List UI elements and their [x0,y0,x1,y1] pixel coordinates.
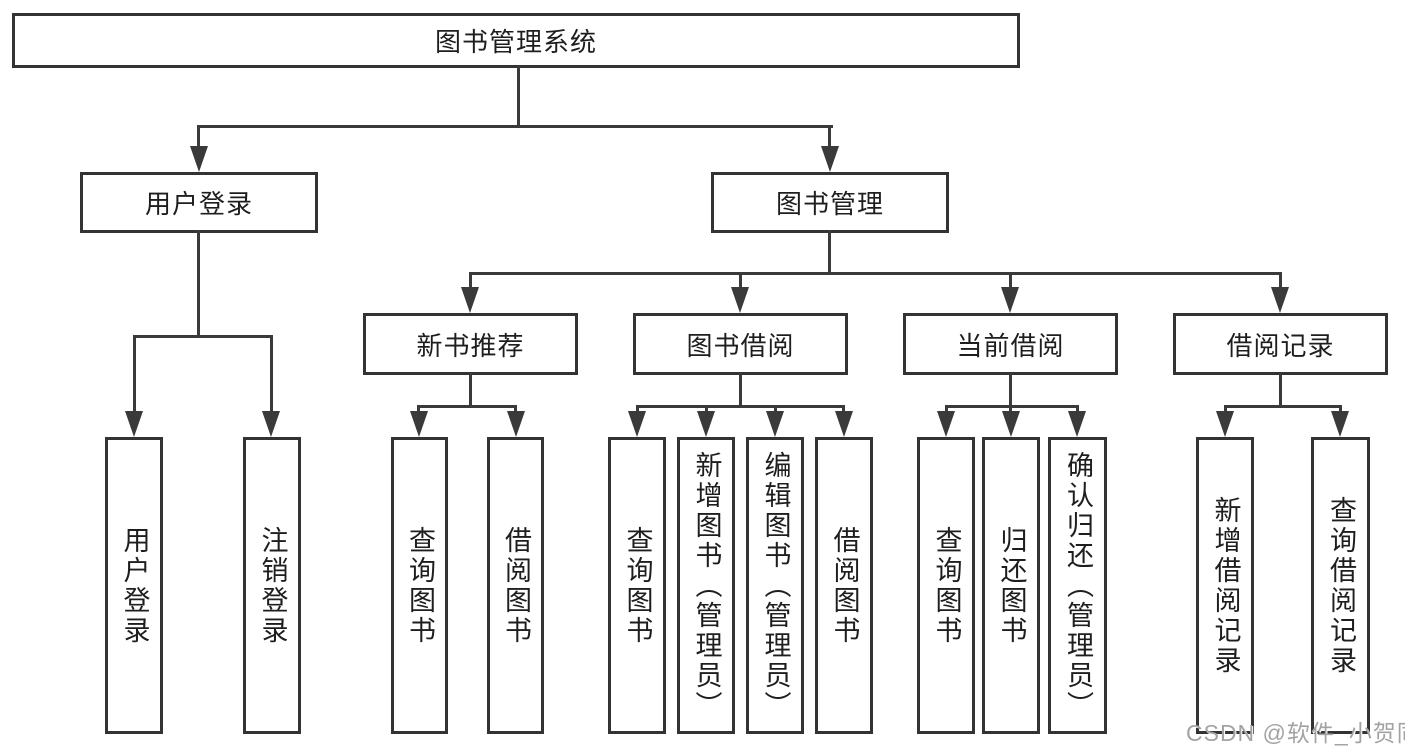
leaf-label: 注销登录 [257,525,288,646]
connector-line [945,405,1079,408]
node-label: 图书管理 [775,189,884,219]
csdn-watermark: CSDN @软件_小贺同学 [1186,720,1405,746]
arrow-down-icon [1001,287,1019,313]
leaf-add-books-admin: 新增图书（管理员） [677,437,735,734]
connector-line [739,272,742,289]
leaf-label: 确认归还（管理员） [1063,450,1093,721]
arrow-down-icon [410,411,428,437]
arrow-down-icon [821,146,839,172]
leaf-label: 借阅图书 [501,525,531,646]
leaf-label: 借阅图书 [829,525,860,646]
leaf-query-books-current: 查询图书 [917,437,975,734]
arrow-down-icon [125,411,143,437]
arrow-down-icon [628,411,646,437]
leaf-borrow-books: 借阅图书 [815,437,873,734]
leaf-label: 查询借阅记录 [1326,495,1356,676]
connector-line [945,405,948,413]
leaf-label: 查询图书 [931,525,962,646]
arrow-down-icon [1068,411,1086,437]
connector-line [1224,405,1227,413]
leaf-confirm-return-admin: 确认归还（管理员） [1048,437,1107,734]
connector-line [469,272,1282,275]
connector-line [828,230,831,272]
connector-line [739,373,742,405]
arrow-down-icon [766,411,784,437]
leaf-add-borrow-record: 新增借阅记录 [1196,437,1254,734]
arrow-down-icon [507,411,525,437]
node-user-login: 用户登录 [80,172,318,233]
node-label: 用户登录 [144,189,253,219]
node-borrowing-records: 借阅记录 [1173,313,1388,375]
leaf-logout: 注销登录 [243,437,301,734]
node-book-management: 图书管理 [711,172,949,233]
leaf-query-books-borrowing: 查询图书 [608,437,666,734]
connector-line [197,125,200,150]
connector-line [1076,405,1079,413]
connector-line [197,230,200,335]
connector-line [133,335,136,413]
leaf-label: 查询图书 [622,525,653,646]
connector-line [636,405,639,413]
connector-line [1009,272,1012,289]
connector-line [1279,272,1282,289]
leaf-return-books: 归还图书 [982,437,1040,734]
node-current-borrowing: 当前借阅 [903,313,1118,375]
connector-line [774,405,777,413]
connector-line [1009,373,1012,405]
connector-line [1224,405,1342,408]
node-label: 借阅记录 [1226,330,1335,361]
node-label: 图书借阅 [686,330,795,361]
arrow-down-icon [190,146,208,172]
leaf-edit-books-admin: 编辑图书（管理员） [746,437,804,734]
node-book-borrowing: 图书借阅 [633,313,848,375]
connector-line [417,405,420,413]
arrow-down-icon [835,411,853,437]
leaf-label: 新增借阅记录 [1210,495,1241,676]
connector-line [197,125,833,128]
arrow-down-icon [1002,411,1020,437]
connector-line [514,405,517,413]
node-label: 新书推荐 [416,330,525,361]
leaf-query-borrow-record: 查询借阅记录 [1311,437,1370,734]
arrow-down-icon [731,287,749,313]
node-label: 图书管理系统 [434,27,597,57]
leaf-label: 新增图书（管理员） [691,450,722,721]
arrow-down-icon [1331,411,1349,437]
connector-line [133,335,273,338]
arrow-down-icon [1216,411,1234,437]
arrow-down-icon [262,411,280,437]
node-new-book-recommendation: 新书推荐 [363,313,578,375]
leaf-user-login: 用户登录 [105,437,163,734]
leaf-label: 用户登录 [119,525,150,646]
arrow-down-icon [697,411,715,437]
connector-line [469,272,472,289]
leaf-label: 查询图书 [405,525,435,646]
arrow-down-icon [937,411,955,437]
connector-line [1279,373,1282,405]
leaf-query-books-recommend: 查询图书 [391,437,448,734]
connector-line [469,373,472,405]
connector-line [636,405,845,408]
arrow-down-icon [1271,287,1289,313]
connector-line [517,66,520,127]
leaf-borrow-books-recommend: 借阅图书 [487,437,544,734]
connector-line [705,405,708,413]
node-label: 当前借阅 [956,330,1065,361]
leaf-label: 编辑图书（管理员） [760,450,791,721]
connector-line [270,335,273,413]
connector-line [828,125,831,150]
leaf-label: 归还图书 [996,525,1027,646]
connector-line [1009,405,1012,413]
arrow-down-icon [461,287,479,313]
connector-line [417,405,517,408]
connector-line [842,405,845,413]
connector-line [1339,405,1342,413]
node-library-management-system: 图书管理系统 [12,13,1020,68]
